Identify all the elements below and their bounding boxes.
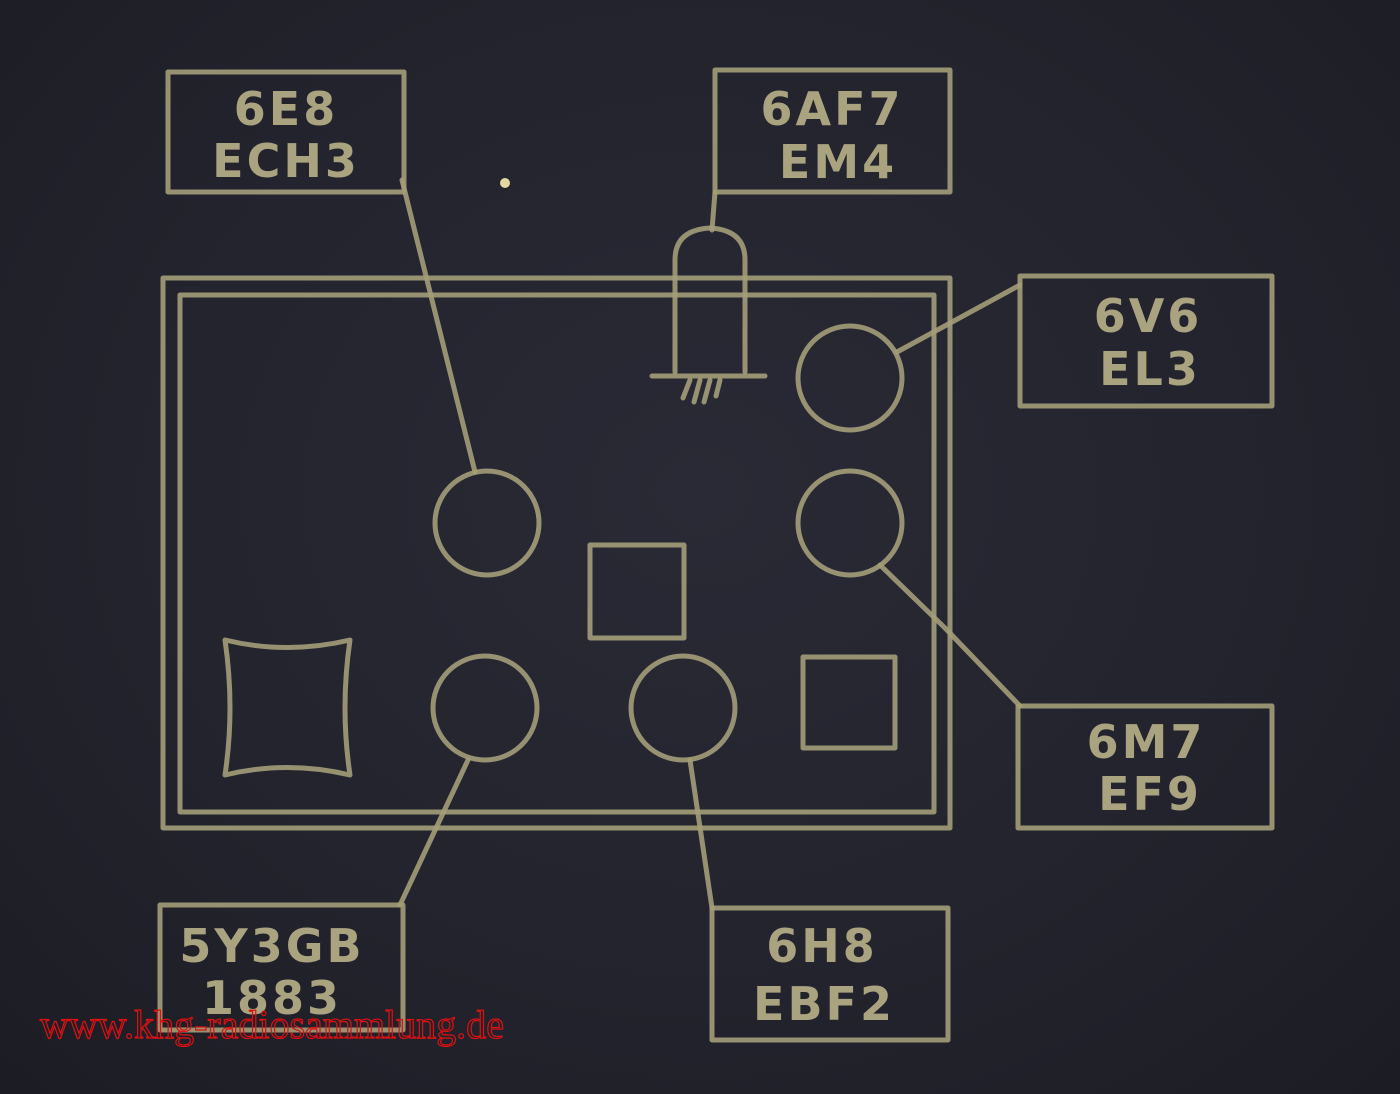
leader-el3 (894, 282, 1023, 355)
magic-eye-pins (680, 377, 723, 405)
socket-ef9 (795, 468, 905, 578)
label-box-el3 (1017, 273, 1275, 409)
label-rectifier-line2: 1883 (202, 971, 342, 1025)
chassis-inner-outline (177, 292, 937, 815)
label-ef9-line2: EF9 (1098, 767, 1202, 821)
label-el3-line1: 6V6 (1094, 289, 1203, 343)
label-ech3-line2: ECH3 (212, 134, 360, 188)
square-component-2 (800, 654, 898, 751)
label-box-rectifier (157, 902, 406, 1033)
square-component-1 (587, 542, 687, 641)
label-em4-line2: EM4 (779, 135, 897, 189)
chassis-outer-outline (160, 275, 953, 831)
socket-ebf2 (628, 653, 738, 763)
leader-ech3 (399, 177, 478, 475)
magic-eye-tube (672, 225, 748, 375)
label-ebf2-line1: 6H8 (766, 919, 878, 973)
label-ebf2-line2: EBF2 (753, 977, 895, 1031)
label-ef9-line1: 6M7 (1087, 715, 1206, 769)
label-box-ebf2 (709, 905, 951, 1043)
socket-rectifier (430, 653, 540, 763)
leader-rectifier (397, 757, 471, 908)
label-ech3-line1: 6E8 (234, 82, 338, 136)
watermark: www.khg-radiosammlung.de (40, 1002, 504, 1047)
leader-em4 (709, 189, 718, 233)
speck (500, 178, 510, 188)
label-rectifier-line1: 5Y3GB (179, 919, 364, 973)
label-em4-line1: 6AF7 (760, 82, 903, 136)
label-box-ef9 (1015, 703, 1275, 831)
transformer-outline (222, 637, 353, 778)
label-box-ech3 (165, 69, 407, 195)
socket-ech3 (432, 468, 542, 578)
leader-ef9 (877, 562, 1023, 709)
label-el3-line2: EL3 (1099, 342, 1201, 396)
socket-el3 (795, 323, 905, 433)
leader-ebf2 (687, 757, 715, 911)
label-box-em4 (712, 67, 953, 195)
